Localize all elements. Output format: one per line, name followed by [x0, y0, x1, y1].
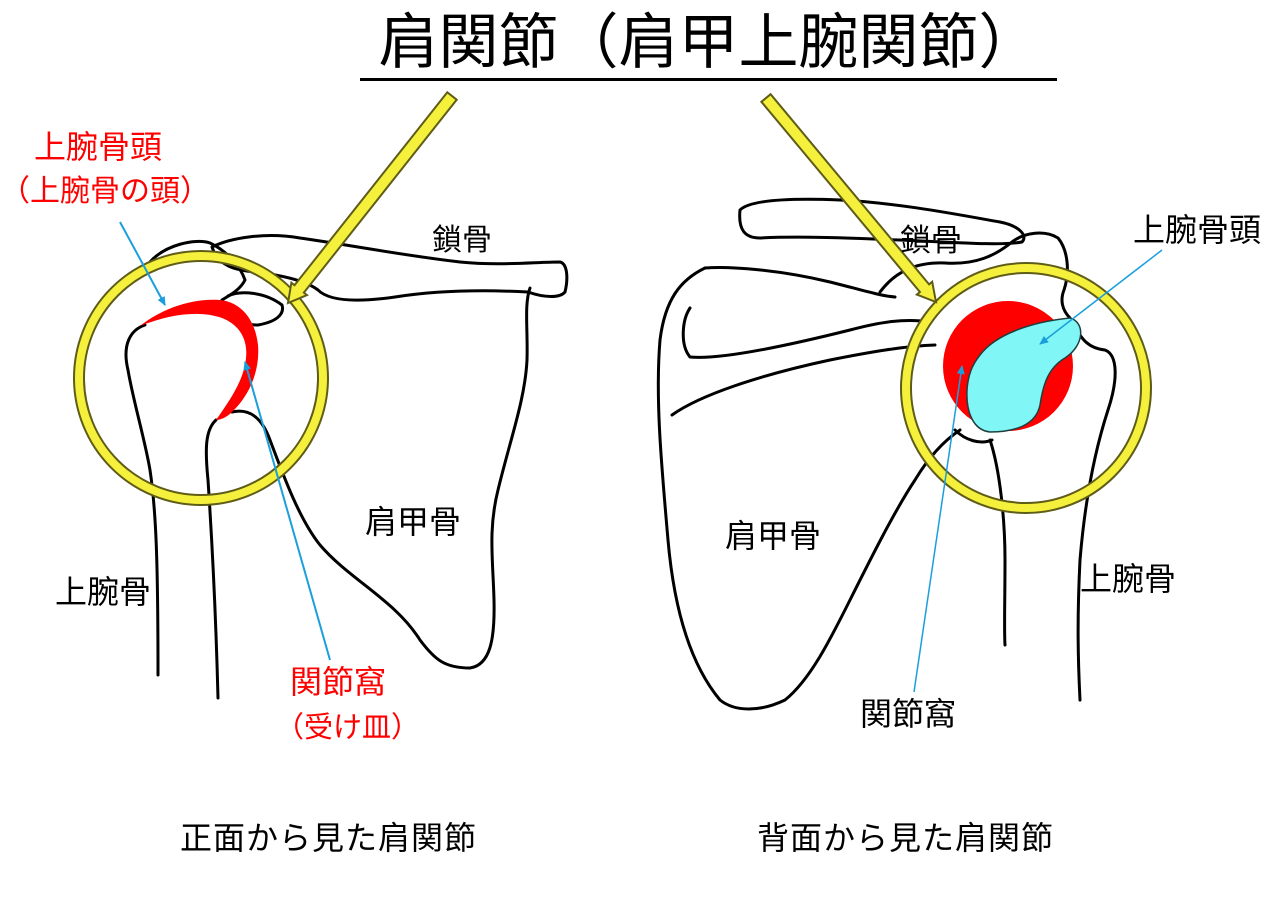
back-glenoid-leader-line	[913, 365, 965, 693]
back-view-caption: 背面から見た肩関節	[757, 819, 1055, 857]
front-glenoid-leader-line	[243, 361, 331, 661]
back-humerus-outline	[1068, 318, 1117, 702]
front-glenoid-highlight	[140, 299, 259, 420]
front-head-leader-line	[119, 221, 166, 306]
front-humeral-head-note: （上腕骨の頭）	[0, 174, 210, 209]
back-humerus-inner-line	[988, 438, 1007, 647]
back-humeral-head-highlight	[966, 317, 1082, 433]
front-humerus-label: 上腕骨	[55, 573, 152, 611]
front-focus-ring-band	[75, 252, 327, 504]
back-scapular-spine-upper	[681, 306, 932, 359]
front-humerus-outline	[124, 323, 160, 677]
back-clavicle-label: 鎖骨	[900, 223, 962, 259]
back-bone-outlines	[656, 197, 1117, 711]
front-clavicle-label: 鎖骨	[432, 223, 492, 258]
front-focus-ring	[73, 250, 329, 506]
back-clavicle-outline	[738, 197, 1026, 246]
back-scapula-label: 肩甲骨	[725, 517, 822, 555]
back-humerus-label: 上腕骨	[1080, 560, 1177, 598]
back-scapular-spine-lower	[670, 343, 937, 417]
front-view-caption: 正面から見た肩関節	[180, 819, 478, 857]
back-glenoid-neck-line	[953, 428, 994, 444]
back-scapula-top-border	[703, 266, 897, 299]
front-scapula-label: 肩甲骨	[365, 503, 462, 541]
front-humeral-head-label: 上腕骨頭	[34, 128, 163, 166]
back-glenoid-label: 関節窩	[860, 695, 957, 733]
front-scapula-outline	[230, 286, 532, 670]
back-head-leader-line	[1039, 249, 1163, 345]
front-glenoid-label: 関節窩	[290, 663, 387, 701]
back-focus-ring-band	[902, 264, 1150, 512]
front-title-pointer-arrow	[286, 90, 459, 305]
page-title: 肩関節（肩甲上腕関節）	[360, 8, 1057, 81]
back-scapula-outline	[656, 266, 962, 711]
back-humeral-head-label: 上腕骨頭	[1133, 211, 1262, 249]
front-glenoid-note: （受け皿）	[275, 710, 421, 744]
back-title-pointer-arrow	[759, 92, 938, 304]
front-humerus-inner-line	[204, 418, 220, 700]
back-acromion-outline	[878, 231, 1072, 320]
back-focus-ring	[900, 262, 1152, 514]
